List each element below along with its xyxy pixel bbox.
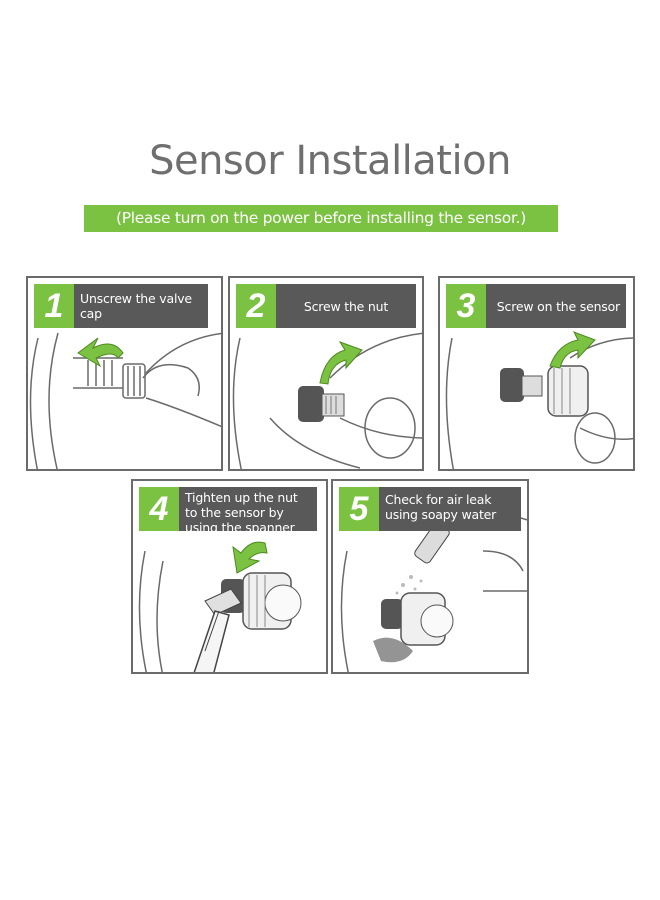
step-5-panel: 5 Check for air leak using soapy water [331,479,529,674]
step-1-header: 1 Unscrew the valve cap [34,284,208,328]
step-2-number: 2 [236,284,276,328]
step-2-label: Screw the nut [276,284,416,328]
step-5-number: 5 [339,487,379,531]
step-4-header: 4 Tighten up the nut to the sensor by us… [139,487,317,535]
screw-nut-illustration [232,332,422,469]
step-5-header: 5 Check for air leak using soapy water [339,487,521,531]
page-title: Sensor Installation [149,138,511,184]
step-3-panel: 3 Screw on the sensor [438,276,635,471]
step-1-panel: 1 Unscrew the valve cap [26,276,223,471]
step-1-number: 1 [34,284,74,328]
step-2-panel: 2 Screw the nut [228,276,424,471]
step-2-header: 2 Screw the nut [236,284,416,328]
soapy-water-check-illustration [340,500,527,672]
power-notice-banner: (Please turn on the power before install… [84,205,558,232]
step-4-panel: 4 Tighten up the nut to the sensor by us… [131,479,328,674]
screw-sensor-illustration [445,331,633,469]
step-1-label: Unscrew the valve cap [74,284,208,328]
unscrew-valve-cap-illustration [29,332,221,469]
step-3-number: 3 [446,284,486,328]
tighten-nut-spanner-illustration [138,541,302,672]
step-3-label: Screw on the sensor [486,284,626,328]
step-4-label: Tighten up the nut to the sensor by usin… [179,487,317,535]
step-5-label: Check for air leak using soapy water [379,487,521,531]
step-3-header: 3 Screw on the sensor [446,284,626,328]
step-4-number: 4 [139,487,179,531]
